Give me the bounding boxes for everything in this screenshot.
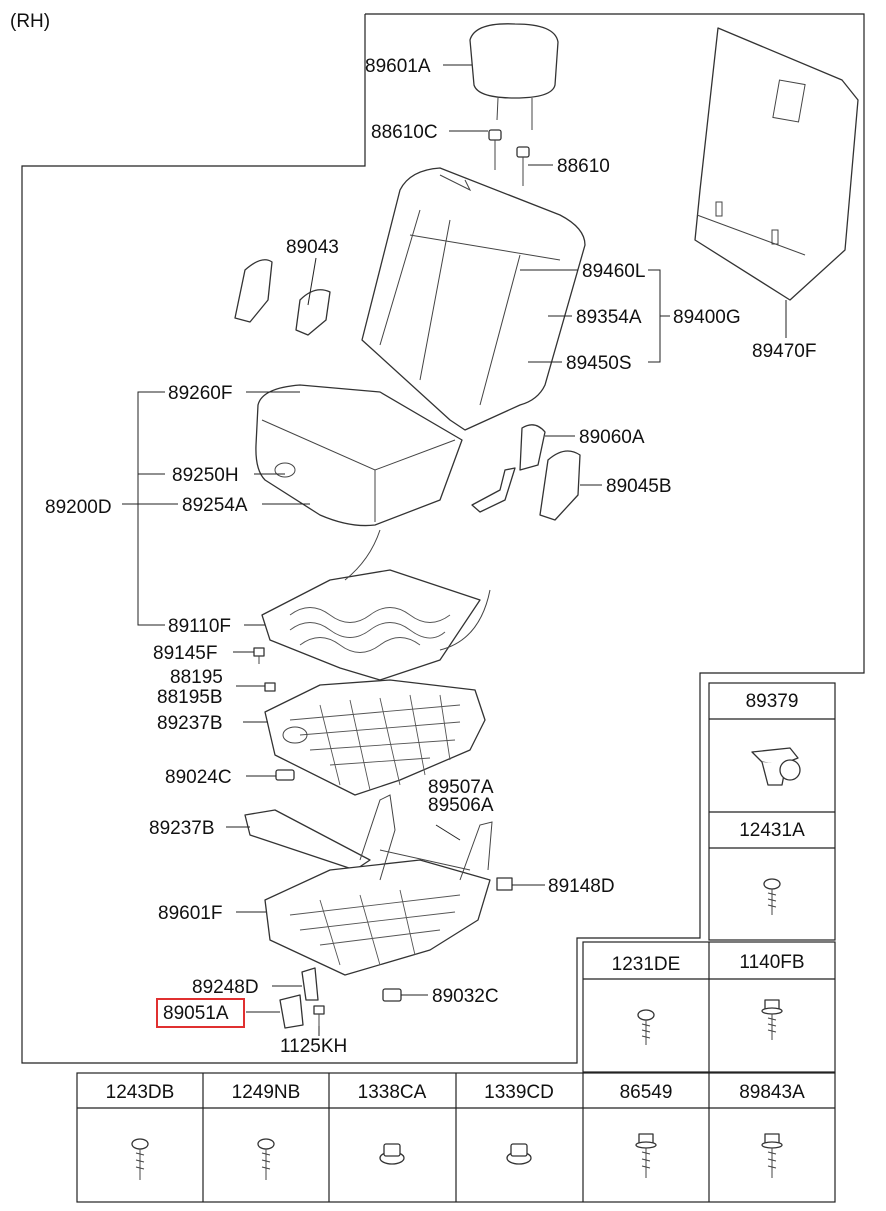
nut-icon: [379, 1143, 405, 1165]
headrest-shape: [469, 23, 559, 130]
fastener-1140fb-label: 1140FB: [739, 952, 804, 973]
bolt-bottom-shape: [313, 1005, 325, 1026]
callout-back-cover-l: 89460L: [582, 261, 645, 282]
fastener-1339cd-label: 1339CD: [484, 1082, 554, 1103]
callout-cable-a: 89507A: [428, 777, 494, 798]
callout-cushion-assy: 89200D: [45, 497, 112, 518]
bracket-shape: [275, 769, 295, 781]
callout-cushion-trim: 89254A: [182, 495, 248, 516]
callout-shield: 89045B: [606, 476, 672, 497]
cushion-shape: [255, 384, 463, 527]
knob-shape: [279, 994, 304, 1029]
callout-cover-left: 89043: [286, 237, 339, 258]
callout-cable-b: 89506A: [428, 795, 494, 816]
seat-pan-shape: [264, 679, 486, 796]
callout-clip: 89145F: [153, 643, 217, 664]
clip-shape: [253, 647, 265, 664]
recliner-cover-shape: [471, 424, 546, 513]
flange-bolt-icon: [761, 999, 783, 1040]
flange-bolt-icon: [635, 1133, 657, 1178]
bolt-shape: [264, 682, 276, 692]
fastener-1249nb-label: 1249NB: [232, 1082, 301, 1103]
callout-board: 89470F: [752, 341, 816, 362]
callout-track: 89601F: [158, 903, 222, 924]
knob-highlight-box: [156, 998, 245, 1028]
fastener-12431a-label: 12431A: [739, 820, 805, 841]
lever-shape: [301, 967, 319, 1001]
push-clip-icon: [751, 747, 801, 786]
screw-icon: [637, 1009, 655, 1045]
fastener-table-mid: 1231DE 1140FB: [582, 941, 836, 1073]
nut-clip-shape: [382, 988, 402, 1002]
callout-back-assy: 89400G: [673, 307, 741, 328]
callout-guide-right: 88610: [557, 156, 610, 177]
fastener-1338ca-label: 1338CA: [358, 1082, 427, 1103]
back-board-shape: [694, 27, 859, 301]
screw-icon: [257, 1138, 275, 1180]
track-shape: [264, 794, 493, 976]
main-frame-outline: [21, 13, 865, 1064]
guide-left-shape: [488, 129, 502, 170]
callout-headrest: 89601A: [365, 56, 431, 77]
callout-lever: 89248D: [192, 977, 259, 998]
cushion-frame-shape: [261, 529, 491, 681]
callout-back-cover-s: 89450S: [566, 353, 632, 374]
screw-icon: [763, 878, 781, 915]
leader-lines: [122, 64, 787, 1036]
guide-right-shape: [516, 146, 530, 186]
fastener-table-bottom: 1243DB 1249NB 1338CA 1339CD 86549 89843A: [76, 1072, 836, 1203]
fastener-table-right: 89379 12431A: [708, 682, 836, 941]
callout-nut-clip: 89032C: [432, 986, 499, 1007]
callout-guide-left: 88610C: [371, 122, 438, 143]
callout-pan: 89237B: [157, 713, 223, 734]
seat-back-shape: [361, 167, 586, 431]
fastener-89379-label: 89379: [746, 691, 799, 712]
callout-cushion-cover: 89260F: [168, 383, 232, 404]
screw-icon: [131, 1138, 149, 1180]
callout-bolt-a: 88195: [170, 667, 223, 688]
track-bar-shape: [244, 809, 371, 871]
fastener-86549-label: 86549: [620, 1082, 673, 1103]
screw-side-shape: [496, 877, 513, 891]
callout-bolt-b: 88195B: [157, 687, 223, 708]
cover-left-shape: [234, 259, 331, 336]
fastener-1231de-label: 1231DE: [612, 954, 681, 975]
callout-bolt-bottom: 1125KH: [280, 1036, 347, 1057]
callout-frame: 89110F: [168, 616, 231, 637]
fastener-89843a-label: 89843A: [739, 1082, 805, 1103]
callout-cushion-pad: 89250H: [172, 465, 239, 486]
callout-track-bar: 89237B: [149, 818, 215, 839]
callout-recliner-cover: 89060A: [579, 427, 645, 448]
side-label: (RH): [10, 11, 50, 32]
flange-bolt-icon: [761, 1133, 783, 1178]
callout-screw-side: 89148D: [548, 876, 615, 897]
callout-bracket: 89024C: [165, 767, 232, 788]
shield-shape: [539, 450, 581, 521]
callout-back-pad: 89354A: [576, 307, 642, 328]
fastener-1243db-label: 1243DB: [106, 1082, 175, 1103]
callout-knob: 89051A: [163, 1003, 229, 1024]
nut-icon: [506, 1143, 532, 1165]
